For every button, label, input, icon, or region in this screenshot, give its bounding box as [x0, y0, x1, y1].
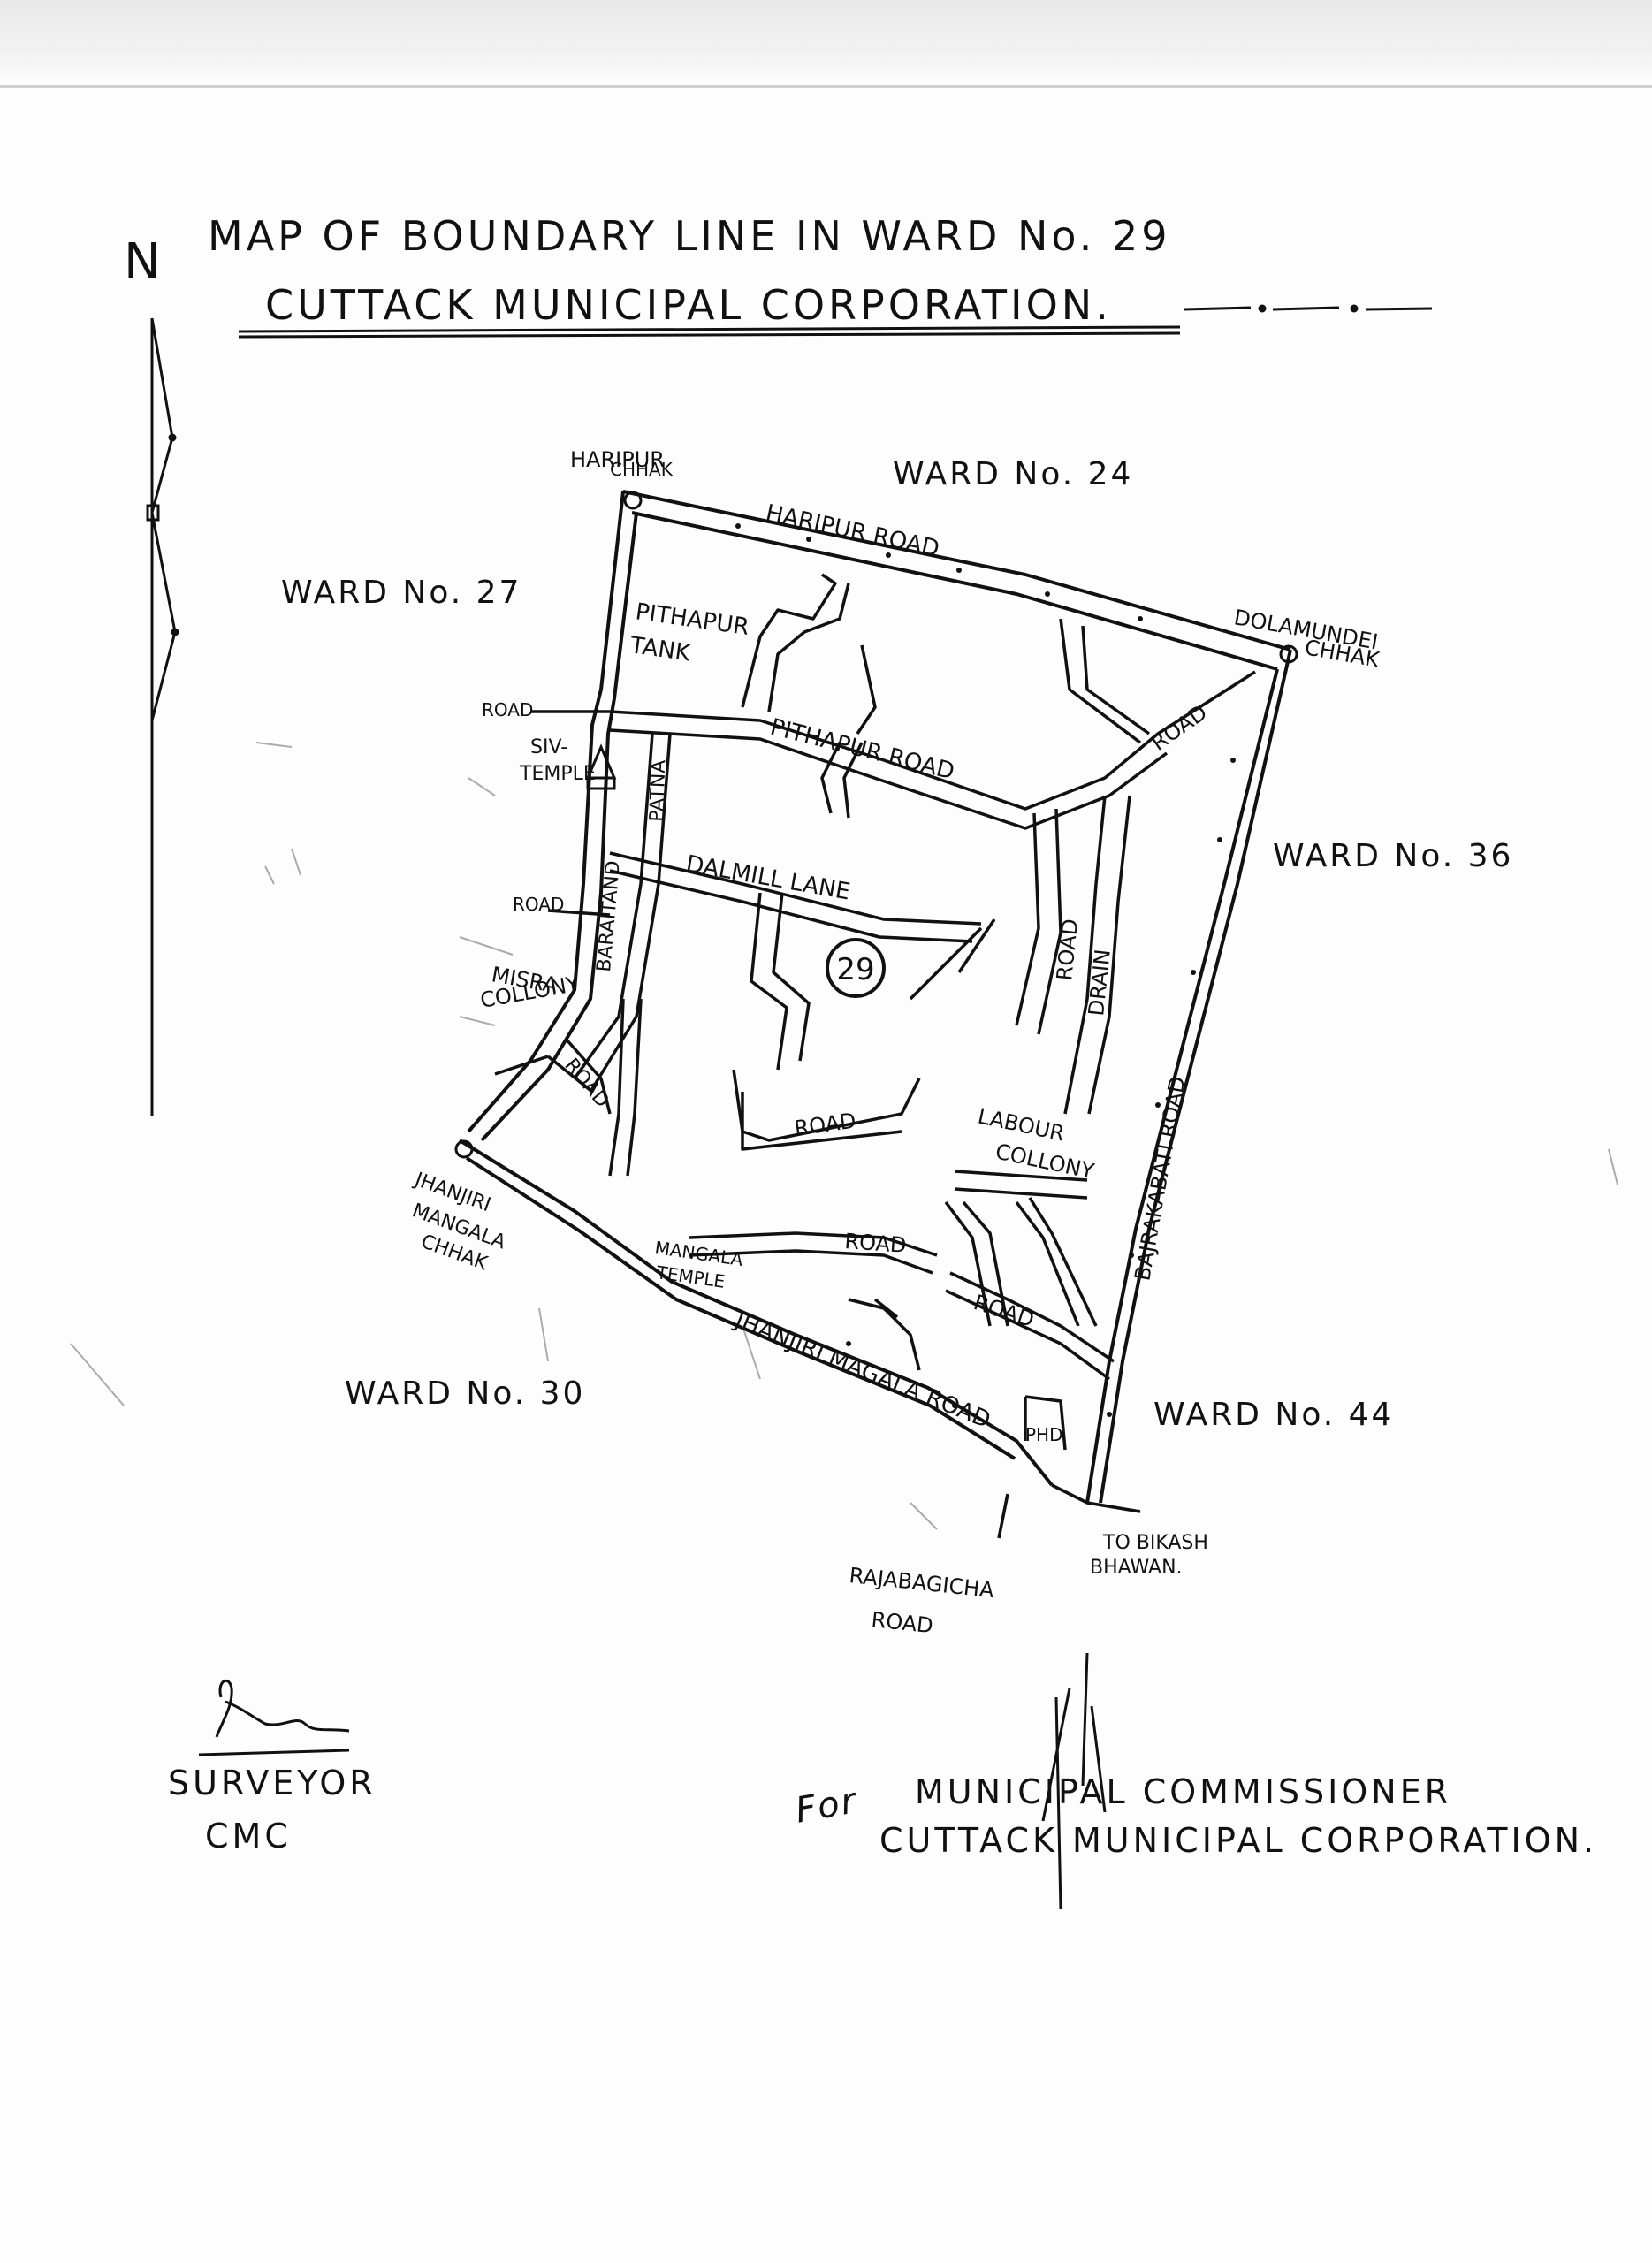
- siv-temple-label-2: TEMPLE: [519, 763, 596, 785]
- map-subtitle: CUTTACK MUNICIPAL CORPORATION.: [265, 281, 1112, 329]
- siv-temple-label: SIV-: [530, 736, 567, 758]
- haripur-chhak-label-2: CHHAK: [610, 459, 674, 480]
- internal-roads: [494, 573, 1256, 1539]
- ward-number: 29: [836, 952, 874, 987]
- ward-24-label: WARD No. 24: [893, 456, 1133, 492]
- bikash-bhawan-label-2: BHAWAN.: [1090, 1557, 1183, 1579]
- rajabagicha-road-label-2: ROAD: [870, 1607, 934, 1638]
- bikash-bhawan-label: TO BIKASH: [1102, 1532, 1208, 1554]
- rajabagicha-road-label: RAJABAGICHA: [848, 1563, 995, 1603]
- surveyor-label: SURVEYOR: [168, 1764, 377, 1802]
- west-road-label-2: ROAD: [513, 894, 564, 915]
- temple-icon: [585, 743, 617, 790]
- ward-27-label: WARD No. 27: [281, 575, 521, 611]
- patna-road-label: PATNA: [646, 759, 670, 822]
- north-arrow-icon: [146, 317, 179, 1116]
- drain-side-road-label: ROAD: [1052, 918, 1083, 982]
- ward-number-circle: [826, 938, 886, 998]
- ward-36-label: WARD No. 36: [1273, 838, 1513, 874]
- dalmill-lane-label: DALMILL LANE: [684, 850, 852, 905]
- phd-label: PHD: [1025, 1424, 1063, 1445]
- mangala-road-label: ROAD: [844, 1229, 908, 1258]
- labour-colony-label: LABOUR: [976, 1103, 1067, 1146]
- haripur-road-label: HARIPUR ROAD: [764, 500, 942, 563]
- map-title: MAP OF BOUNDARY LINE IN WARD No. 29: [208, 212, 1171, 260]
- diagonal-road-label: ROAD: [1146, 700, 1211, 756]
- ward-30-label: WARD No. 30: [345, 1375, 585, 1412]
- scan-top-shadow: [0, 0, 1652, 88]
- scan-noise: [70, 742, 1618, 1530]
- commissioner-org-label: CUTTACK MUNICIPAL CORPORATION.: [879, 1821, 1598, 1860]
- pithapur-tank-label-2: TANK: [628, 632, 693, 667]
- ward-boundary: [458, 490, 1292, 1504]
- road-markers: [735, 523, 1236, 1417]
- haripur-chhak-label: HARIPUR: [570, 447, 665, 472]
- jhanjiri-mangala-road-label: JHANJIRI MAGALA ROAD: [730, 1307, 994, 1434]
- ward-44-label: WARD No. 44: [1153, 1397, 1394, 1433]
- title-underline: [238, 304, 1433, 339]
- west-road-label: ROAD: [482, 699, 533, 720]
- commissioner-label: MUNICIPAL COMMISSIONER: [915, 1772, 1452, 1811]
- north-label: N: [124, 233, 161, 291]
- commissioner-signature: [1041, 1652, 1107, 1910]
- surveyor-signature: [198, 1679, 350, 1756]
- surveyor-cmc-label: CMC: [205, 1817, 292, 1855]
- scan-page-edge: [0, 85, 1652, 88]
- bajrakabati-road-label: BAJRAKABATI ROAD: [1130, 1074, 1190, 1283]
- baraitand-road-label: BARAITAND: [593, 860, 625, 973]
- junction-markers: [454, 491, 1298, 1159]
